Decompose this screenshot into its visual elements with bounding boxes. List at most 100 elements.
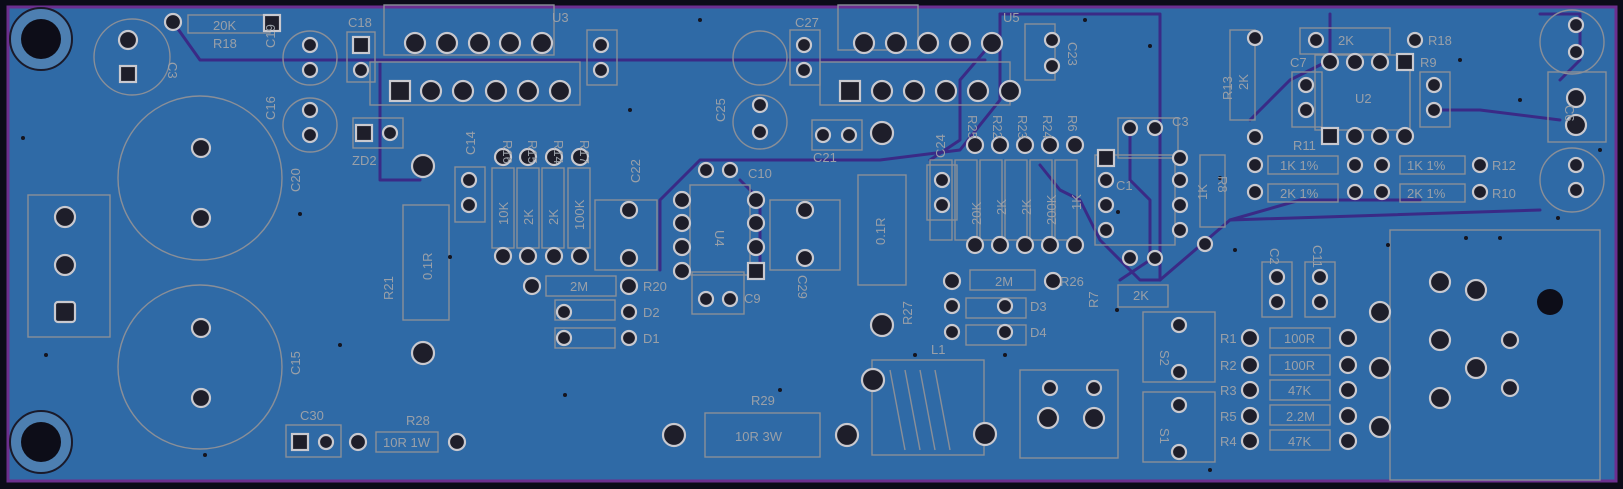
label-R15: R15: [525, 140, 540, 164]
label-R25: R25: [965, 115, 980, 139]
label-U3: U3: [552, 10, 569, 25]
inductor-winding: [889, 369, 951, 451]
label-2Kf: 2K: [1236, 74, 1251, 90]
vias: [21, 18, 1602, 472]
label-R24: R24: [1040, 115, 1055, 139]
label-C29: C29: [795, 275, 810, 299]
label-2Kd: 2K: [1019, 199, 1034, 215]
label-2K1b: 2K 1%: [1407, 186, 1446, 201]
label-D3: D3: [1030, 299, 1047, 314]
label-C7: C7: [1290, 55, 1307, 70]
silkscreen-outlines: [27, 4, 1607, 481]
label-C3top: C3: [165, 62, 180, 79]
label-R5: R5: [1220, 409, 1237, 424]
label-200K: 200K: [1044, 194, 1059, 225]
label-U4: U4: [712, 230, 727, 247]
label-C30: C30: [300, 408, 324, 423]
label-C11: C11: [1310, 245, 1325, 268]
label-C22: C22: [628, 159, 643, 183]
label-C9: C9: [744, 291, 761, 306]
label-20Kb: 20K: [969, 202, 984, 225]
label-R18a: R18: [213, 36, 237, 51]
through-hole-pads: [53, 12, 1588, 461]
label-1K1b: 1K 1%: [1407, 158, 1446, 173]
label-2Kb: 2K: [546, 209, 561, 225]
label-C23: C23: [1065, 42, 1080, 66]
label-R7: R7: [1086, 291, 1101, 308]
label-C3: C3: [1172, 114, 1189, 129]
label-D4: D4: [1030, 325, 1047, 340]
label-D2: D2: [643, 305, 660, 320]
label-C21: C21: [813, 150, 837, 165]
label-R18b: R18: [1428, 33, 1452, 48]
label-100K: 100K: [572, 199, 587, 230]
label-1K1a: 1K 1%: [1280, 158, 1319, 173]
label-1K: 1K: [1069, 194, 1084, 210]
label-C2: C2: [1267, 248, 1282, 265]
label-C6: C6: [1562, 105, 1577, 122]
label-C16: C16: [263, 96, 278, 120]
label-2Kg: 2K: [1338, 33, 1354, 48]
label-R6: R6: [1065, 115, 1080, 132]
label-2M2b: 2.2M: [1286, 409, 1315, 424]
label-2K1a: 2K 1%: [1280, 186, 1319, 201]
label-10R3W: 10R 3W: [735, 429, 783, 444]
label-C27: C27: [795, 15, 819, 30]
label-R9: R9: [1420, 55, 1437, 70]
label-2Kc: 2K: [994, 199, 1009, 215]
label-R21: R21: [381, 276, 396, 300]
label-R29: R29: [751, 393, 775, 408]
label-R12: R12: [1492, 158, 1516, 173]
label-100Ra: 100R: [1284, 331, 1315, 346]
label-U2: U2: [1355, 91, 1372, 106]
label-C18: C18: [348, 15, 372, 30]
label-S1: S1: [1157, 428, 1172, 444]
label-20K: 20K: [213, 18, 236, 33]
label-R27: R27: [900, 301, 915, 325]
label-C15: C15: [288, 351, 303, 375]
label-ZD2: ZD2: [352, 153, 377, 168]
label-C24: C24: [933, 134, 948, 158]
label-R2: R2: [1220, 358, 1237, 373]
label-S2: S2: [1157, 350, 1172, 366]
label-R14: R14: [551, 140, 566, 164]
label-R10: R10: [1492, 186, 1516, 201]
label-U5: U5: [1003, 10, 1020, 25]
label-0R1a: 0.1R: [420, 253, 435, 280]
label-C1: C1: [1116, 178, 1133, 193]
silkscreen-labels: R18 20K C18 U3 C27 U5 C3 C19 C16 C20 ZD2…: [165, 10, 1577, 450]
mounting-hole-bottom-left: [9, 410, 73, 474]
label-R3: R3: [1220, 383, 1237, 398]
label-R17: R17: [577, 140, 592, 164]
label-L1: L1: [931, 342, 945, 357]
label-C20: C20: [288, 168, 303, 192]
label-R8: R8: [1215, 176, 1230, 193]
label-R23: R23: [1015, 115, 1030, 139]
label-1Kb: 1K: [1195, 184, 1210, 200]
copper-pour: [6, 5, 1618, 483]
label-C14: C14: [463, 131, 478, 155]
label-R26: R26: [1060, 274, 1084, 289]
label-C25: C25: [713, 98, 728, 122]
label-2M2: 2M: [995, 274, 1013, 289]
label-R1: R1: [1220, 331, 1237, 346]
label-R22: R22: [990, 115, 1005, 139]
label-R13: R13: [1220, 76, 1235, 100]
mounting-hole-top-left: [9, 7, 73, 71]
label-R28: R28: [406, 413, 430, 428]
label-0R1b: 0.1R: [873, 218, 888, 245]
label-R16: R16: [500, 140, 515, 164]
label-C19: C19: [263, 24, 278, 48]
label-D1: D1: [643, 331, 660, 346]
label-2Ke: 2K: [1133, 288, 1149, 303]
label-100Rb: 100R: [1284, 358, 1315, 373]
label-10R1W: 10R 1W: [383, 435, 431, 450]
label-R11: R11: [1293, 138, 1316, 153]
label-2M: 2M: [570, 279, 588, 294]
label-47Kb: 47K: [1288, 434, 1311, 449]
mounting-hole-right: [1537, 289, 1563, 315]
label-R20: R20: [643, 279, 667, 294]
label-C10: C10: [748, 166, 772, 181]
label-47Ka: 47K: [1288, 383, 1311, 398]
